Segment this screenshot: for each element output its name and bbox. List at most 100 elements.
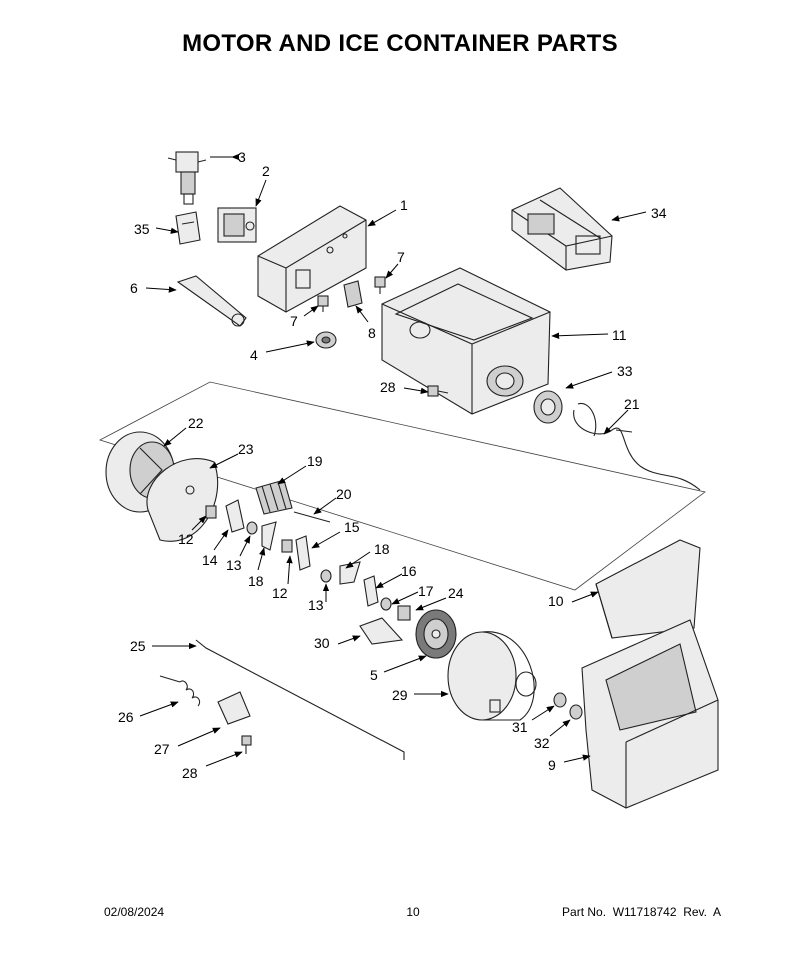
part-blade-14 bbox=[225, 499, 245, 533]
part-washer-13b bbox=[320, 569, 332, 583]
svg-text:22: 22 bbox=[188, 415, 204, 431]
svg-text:3: 3 bbox=[238, 149, 246, 165]
callout-22: 22 bbox=[163, 415, 204, 447]
part-motor-housing bbox=[257, 205, 367, 313]
part-blade-15 bbox=[295, 535, 311, 571]
part-blade-pack bbox=[255, 479, 293, 515]
svg-text:28: 28 bbox=[380, 379, 396, 395]
part-washer-31 bbox=[553, 692, 567, 708]
part-rod bbox=[195, 639, 405, 760]
svg-text:17: 17 bbox=[418, 583, 434, 599]
svg-text:29: 29 bbox=[392, 687, 408, 703]
svg-text:9: 9 bbox=[548, 757, 556, 773]
callout-27: 27 bbox=[154, 727, 221, 757]
svg-text:5: 5 bbox=[370, 667, 378, 683]
part-nut-12a bbox=[205, 505, 217, 519]
callout-3: 3 bbox=[210, 149, 246, 165]
callout-9: 9 bbox=[548, 754, 591, 773]
callout-16: 16 bbox=[375, 563, 417, 589]
part-clip bbox=[343, 280, 363, 308]
part-gear-plate bbox=[415, 609, 457, 659]
part-blade-16 bbox=[363, 575, 379, 607]
callout-20: 20 bbox=[313, 486, 352, 515]
part-washer-17 bbox=[380, 597, 392, 611]
svg-text:4: 4 bbox=[250, 347, 258, 363]
part-screw-7a bbox=[374, 276, 386, 294]
svg-text:33: 33 bbox=[617, 363, 633, 379]
footer-date: 02/08/2024 bbox=[104, 905, 165, 919]
part-solenoid bbox=[167, 151, 207, 205]
callout-17: 17 bbox=[391, 583, 434, 605]
part-bearing bbox=[533, 390, 563, 424]
callout-18b: 18 bbox=[345, 541, 390, 569]
svg-text:11: 11 bbox=[612, 327, 627, 343]
assembly-plane-outline bbox=[98, 381, 706, 591]
part-dispenser-housing bbox=[581, 619, 719, 809]
part-knob bbox=[315, 331, 337, 349]
part-lever-bar bbox=[176, 275, 247, 327]
part-bracket bbox=[175, 211, 201, 245]
part-nut-32 bbox=[569, 704, 583, 720]
callout-35: 35 bbox=[134, 221, 179, 237]
svg-text:19: 19 bbox=[307, 453, 323, 469]
part-nut-12b bbox=[281, 539, 293, 553]
svg-text:35: 35 bbox=[134, 221, 150, 237]
svg-text:23: 23 bbox=[238, 441, 254, 457]
part-auger-motor bbox=[447, 631, 537, 721]
callout-6: 6 bbox=[130, 280, 177, 296]
callout-24: 24 bbox=[415, 585, 464, 611]
part-bracket-30 bbox=[359, 617, 404, 645]
svg-text:2: 2 bbox=[262, 163, 270, 179]
callout-28a: 28 bbox=[380, 379, 429, 395]
callout-7b: 7 bbox=[290, 305, 319, 329]
svg-text:30: 30 bbox=[314, 635, 330, 651]
svg-text:8: 8 bbox=[368, 325, 376, 341]
callout-19: 19 bbox=[277, 453, 323, 485]
callout-7a: 7 bbox=[385, 249, 405, 279]
callout-30: 30 bbox=[314, 635, 361, 651]
svg-text:21: 21 bbox=[624, 396, 640, 412]
svg-text:12: 12 bbox=[178, 531, 194, 547]
callout-4: 4 bbox=[250, 340, 315, 363]
callout-8: 8 bbox=[355, 305, 376, 341]
footer-part-number: Part No. W11718742 Rev. A bbox=[562, 905, 721, 919]
svg-text:13: 13 bbox=[308, 597, 324, 613]
svg-text:25: 25 bbox=[130, 638, 146, 654]
svg-text:1: 1 bbox=[400, 197, 408, 213]
svg-text:13: 13 bbox=[226, 557, 242, 573]
svg-text:6: 6 bbox=[130, 280, 138, 296]
svg-text:28: 28 bbox=[182, 765, 198, 781]
svg-text:16: 16 bbox=[401, 563, 417, 579]
svg-text:7: 7 bbox=[290, 313, 298, 329]
part-washer-13a bbox=[246, 521, 258, 535]
svg-text:26: 26 bbox=[118, 709, 134, 725]
callout-13a: 13 bbox=[226, 535, 251, 573]
callout-labels: 3 2 1 34 35 7 6 7 8 11 4 33 28 21 22 23 … bbox=[118, 149, 667, 781]
callout-5: 5 bbox=[370, 655, 427, 683]
svg-text:18: 18 bbox=[374, 541, 390, 557]
svg-text:10: 10 bbox=[548, 593, 564, 609]
svg-text:12: 12 bbox=[272, 585, 288, 601]
svg-text:34: 34 bbox=[651, 205, 667, 221]
callout-2: 2 bbox=[255, 163, 270, 207]
svg-text:20: 20 bbox=[336, 486, 352, 502]
part-blade-18a bbox=[261, 521, 277, 551]
callout-12b: 12 bbox=[272, 555, 293, 601]
callout-25: 25 bbox=[130, 638, 197, 654]
callout-23: 23 bbox=[209, 441, 254, 469]
callout-26: 26 bbox=[118, 701, 179, 725]
svg-text:27: 27 bbox=[154, 741, 170, 757]
svg-text:18: 18 bbox=[248, 573, 264, 589]
part-spring bbox=[159, 675, 201, 707]
callout-31: 31 bbox=[512, 705, 555, 735]
callout-33: 33 bbox=[565, 363, 633, 389]
part-screw-7b bbox=[317, 295, 329, 312]
callout-11: 11 bbox=[551, 327, 627, 343]
callout-12a: 12 bbox=[178, 515, 207, 547]
callout-1: 1 bbox=[367, 197, 408, 227]
callout-29: 29 bbox=[392, 687, 449, 703]
svg-text:14: 14 bbox=[202, 552, 218, 568]
footer-page-number: 10 bbox=[406, 905, 420, 919]
part-bracket-27 bbox=[217, 691, 251, 725]
